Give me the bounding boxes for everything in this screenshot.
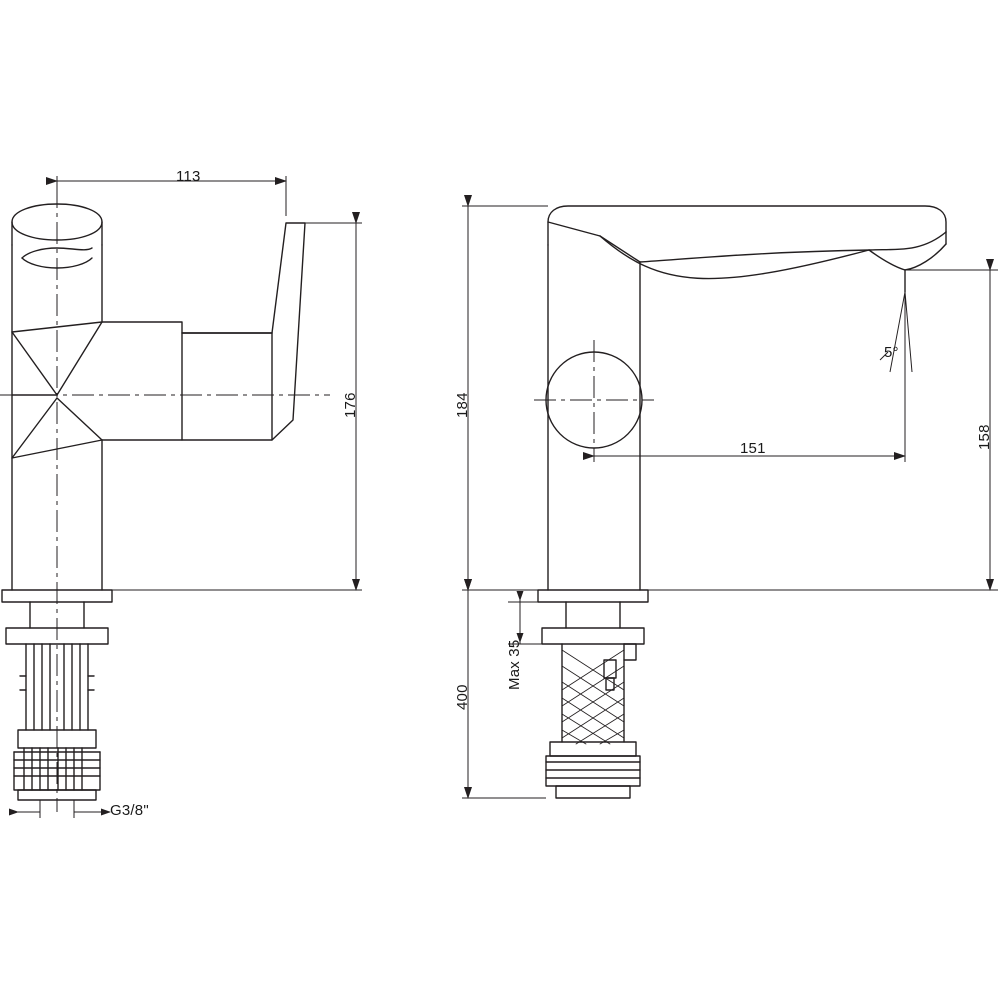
dimension-label-184: 184 [454,392,471,418]
dimension-label-400: 400 [454,684,471,710]
dimension-label-5-degrees: 5° [884,344,899,361]
side-view-geometry [537,205,947,799]
side-view-centerlines [534,286,906,460]
side-view-dimension-lines [462,195,998,799]
dimension-label-176: 176 [342,392,359,418]
dimension-label-113: 113 [176,168,201,185]
dimension-label-g38: G3/8" [110,802,149,819]
front-view-centerlines [0,186,330,812]
front-view-geometry [1,203,306,801]
dimension-label-158: 158 [976,424,993,450]
front-view-dimension-lines [9,176,362,818]
dimension-label-max-35: Max 35 [506,639,523,690]
dimension-label-151: 151 [740,440,766,457]
